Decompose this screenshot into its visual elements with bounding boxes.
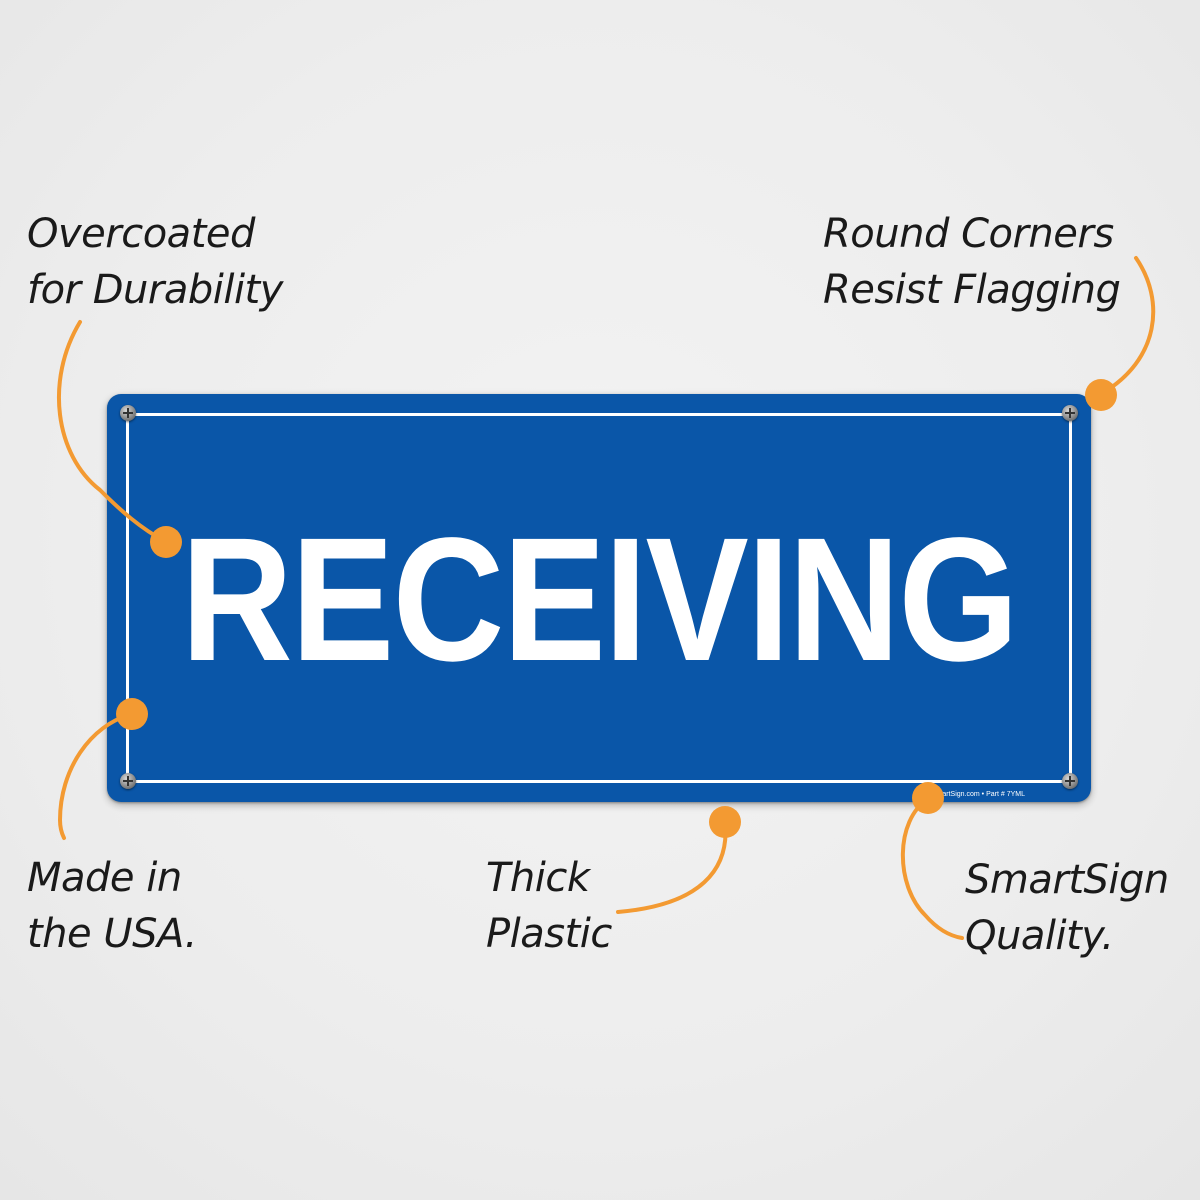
sign-inner-border	[126, 413, 1072, 783]
callout-overcoated: Overcoated for Durability	[27, 206, 283, 318]
sign-fine-print: SmartSign.com • Part # 7YML	[931, 791, 1025, 798]
callout-made-in-usa: Made in the USA.	[27, 850, 197, 962]
screw-top-left-icon	[120, 405, 136, 421]
leader-smartsign-quality	[900, 797, 964, 940]
callout-round-corners: Round Corners Resist Flagging	[823, 206, 1121, 318]
callout-thick-plastic-line1: Thick	[486, 855, 590, 901]
callout-made-in-usa-line2: the USA.	[27, 911, 197, 957]
callout-thick-plastic: Thick Plastic	[486, 850, 612, 962]
callout-round-corners-line1: Round Corners	[823, 211, 1114, 257]
callout-made-in-usa-line1: Made in	[27, 855, 182, 901]
callout-smartsign-quality-line1: SmartSign	[965, 857, 1169, 903]
callout-smartsign-quality: SmartSign Quality.	[965, 852, 1169, 964]
callout-overcoated-line2: for Durability	[27, 267, 283, 313]
callout-smartsign-quality-line2: Quality.	[965, 913, 1114, 959]
callout-overcoated-line1: Overcoated	[27, 211, 255, 257]
leader-thick-plastic	[616, 820, 728, 914]
screw-bottom-right-icon	[1062, 773, 1078, 789]
receiving-sign: RECEIVING SmartSign.com • Part # 7YML	[107, 394, 1091, 802]
callout-dot-thick-plastic-icon	[709, 806, 741, 838]
screw-top-right-icon	[1062, 405, 1078, 421]
sign-title: RECEIVING	[180, 502, 1019, 698]
callout-round-corners-line2: Resist Flagging	[823, 267, 1121, 313]
callout-thick-plastic-line2: Plastic	[486, 911, 612, 957]
screw-bottom-left-icon	[120, 773, 136, 789]
